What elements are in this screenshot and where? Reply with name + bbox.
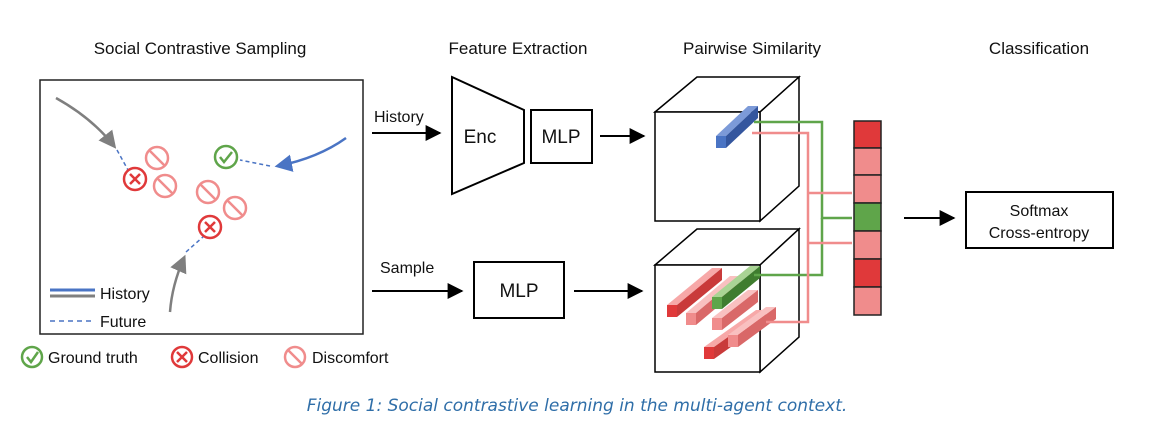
positive-connector-top <box>754 120 852 220</box>
history-embedding-cube <box>652 75 801 223</box>
classifier-label-line2: Cross-entropy <box>989 225 1089 242</box>
positive-connector-bottom <box>754 218 824 277</box>
encoder-block <box>451 75 525 196</box>
score-cell-collision <box>853 120 882 149</box>
history-path-gray-top <box>55 96 117 149</box>
similarity-connectors <box>752 120 852 324</box>
mlp-bottom-label: MLP <box>499 281 538 302</box>
future-path-bottom <box>185 235 205 253</box>
sample-embedding-cube <box>652 227 801 374</box>
sample-embedding-bar <box>712 266 760 309</box>
scene-panel: History Future <box>39 79 364 335</box>
mlp-top-label: MLP <box>541 127 580 148</box>
outer-legend: Ground truth Collision Discomfort <box>20 345 389 369</box>
sample-embedding-bar <box>728 307 776 347</box>
sample-arrow-label: Sample <box>380 260 434 277</box>
mlp-bottom-block <box>473 261 565 319</box>
ground-truth-icon <box>213 144 239 170</box>
score-cell-discomfort <box>853 286 882 316</box>
classifier-label-line1: Softmax <box>1010 203 1069 220</box>
legend-future-label: Future <box>100 314 146 331</box>
score-cell-discomfort <box>853 174 882 204</box>
legend-discomfort-label: Discomfort <box>312 350 389 367</box>
legend-collision-label: Collision <box>198 350 258 367</box>
history-arrow-label: History <box>374 109 424 126</box>
title-extraction: Feature Extraction <box>449 39 588 58</box>
score-cell-discomfort <box>853 230 882 260</box>
discomfort-icon <box>222 195 248 221</box>
score-cell-collision <box>853 258 882 288</box>
score-cell-ground-truth <box>853 202 882 232</box>
discomfort-icon <box>144 145 170 171</box>
legend-ground-truth-label: Ground truth <box>48 350 138 367</box>
history-embedding-bar <box>716 106 758 148</box>
discomfort-icon <box>283 345 307 369</box>
legend-history-label: History <box>100 286 150 303</box>
collision-icon <box>122 166 148 192</box>
scene-frame <box>39 79 364 335</box>
mlp-top-block <box>530 109 593 164</box>
title-similarity: Pairwise Similarity <box>683 39 821 58</box>
discomfort-icon <box>195 179 221 205</box>
discomfort-icon <box>152 173 178 199</box>
future-path-top <box>116 149 129 171</box>
collision-icon <box>197 214 223 240</box>
future-path-blue <box>239 159 271 167</box>
score-cell-discomfort <box>853 147 882 176</box>
encoder-label: Enc <box>464 127 497 148</box>
classifier-block <box>965 191 1114 249</box>
title-classification: Classification <box>989 39 1089 58</box>
score-vector <box>853 120 882 316</box>
title-sampling: Social Contrastive Sampling <box>94 39 307 58</box>
negative-connector <box>752 131 810 324</box>
sample-embedding-bar <box>712 290 758 330</box>
collision-icon <box>170 345 194 369</box>
history-path-blue <box>274 136 347 172</box>
sample-embedding-bar <box>667 268 722 317</box>
ground-truth-icon <box>20 345 44 369</box>
figure-caption: Figure 1: Social contrastive learning in… <box>306 396 848 416</box>
history-path-gray-bottom <box>168 254 187 313</box>
